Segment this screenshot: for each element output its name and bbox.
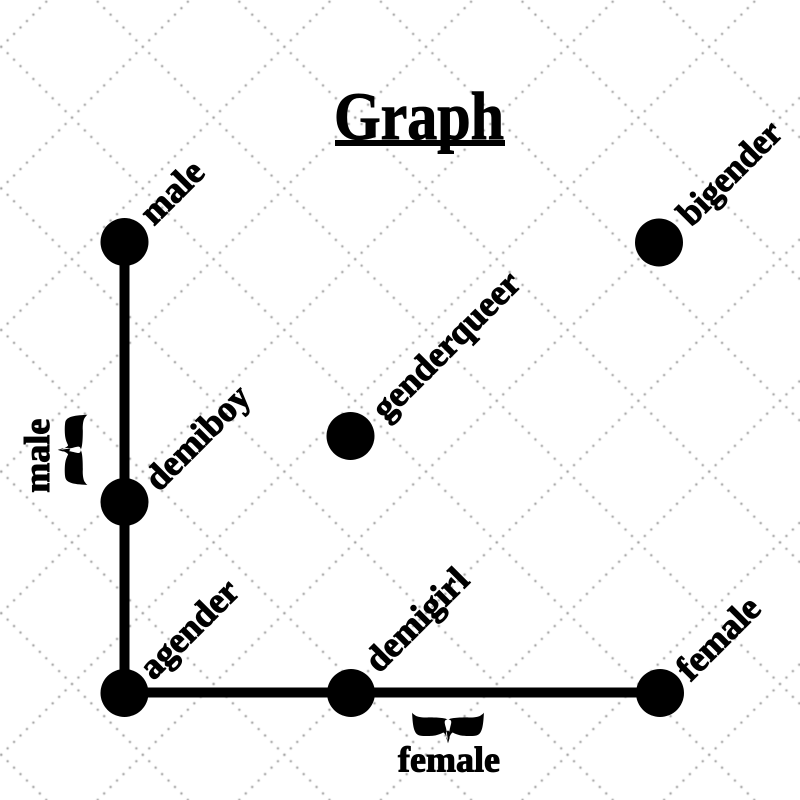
svg-text:male: male	[17, 419, 57, 493]
svg-text:female: female	[398, 740, 500, 780]
